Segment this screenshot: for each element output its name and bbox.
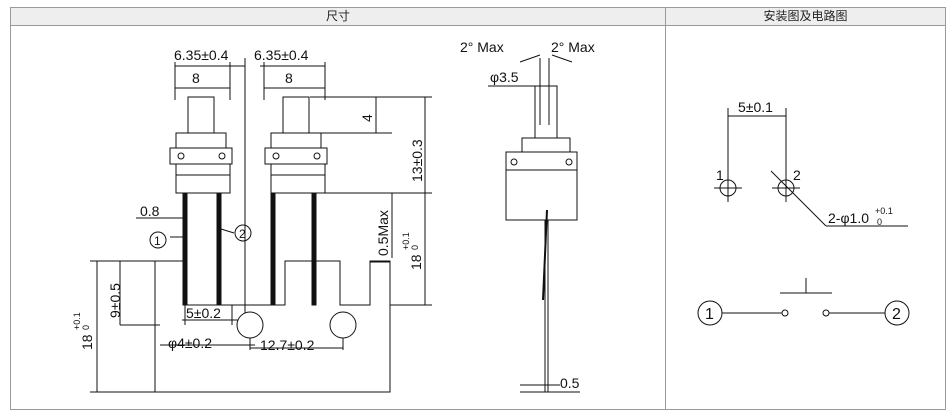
pin2-marker: 2	[234, 224, 252, 242]
pitch-right-label: 6.35±0.4	[254, 47, 309, 63]
installation-view	[714, 108, 908, 227]
plunger-diameter-label: φ3.5	[490, 69, 519, 85]
front-dimension-lines	[136, 58, 432, 318]
hole-diameter-label: φ4±0.2	[168, 335, 212, 351]
installation-circuit-header: 安装图及电路图	[666, 7, 945, 26]
dimensions-header: 尺寸	[11, 7, 665, 26]
circuit-terminal-2-label: 2	[892, 306, 901, 323]
total-height-label: 18	[408, 254, 424, 270]
svg-text:2: 2	[239, 227, 246, 241]
hole-offset-label: 9±0.5	[107, 283, 123, 318]
circuit-terminal-1-label: 1	[705, 306, 714, 323]
install-tolerance-upper: +0.1	[875, 206, 893, 216]
svg-text:1: 1	[154, 234, 161, 248]
pin1-marker: 1	[149, 231, 167, 249]
left-switch	[169, 96, 233, 306]
lead-gap-label: 0.5Max	[375, 210, 391, 256]
install-pin2-label: 2	[793, 167, 801, 183]
frame-top-border	[10, 7, 946, 8]
right-switch	[264, 96, 328, 306]
hole-spacing-label: 12.7±0.2	[260, 337, 315, 353]
panel-dimension-lines	[90, 260, 357, 393]
panel-tolerance-lower: 0	[81, 325, 91, 330]
lead-width-label: 0.8	[140, 203, 160, 219]
lead-thickness-label: 0.5	[560, 375, 580, 391]
pin-spacing-label: 5±0.2	[186, 305, 221, 321]
panel-tolerance-upper: +0.1	[72, 312, 82, 330]
width-left-label: 8	[192, 70, 200, 86]
install-spacing-label: 5±0.1	[738, 99, 773, 115]
plunger-height-label: 4	[359, 114, 375, 122]
frame-right-border	[945, 7, 946, 409]
tilt-right-label: 2° Max	[551, 39, 595, 55]
total-tolerance-lower: 0	[410, 245, 420, 250]
panel-height-label: 18	[79, 334, 95, 350]
circuit-diagram	[697, 278, 910, 326]
frame-left-border	[10, 7, 11, 409]
install-pin1-label: 1	[716, 167, 724, 183]
install-tolerance-lower: 0	[877, 217, 882, 227]
frame-bottom-border	[10, 409, 946, 410]
tilt-left-label: 2° Max	[460, 39, 504, 55]
frame-divider	[665, 7, 666, 409]
width-right-label: 8	[285, 70, 293, 86]
install-hole-label: 2-φ1.0	[828, 210, 869, 226]
body-height-label: 13±0.3	[409, 139, 425, 182]
total-tolerance-upper: +0.1	[401, 232, 411, 250]
pitch-left-label: 6.35±0.4	[174, 47, 229, 63]
side-view	[488, 54, 580, 393]
